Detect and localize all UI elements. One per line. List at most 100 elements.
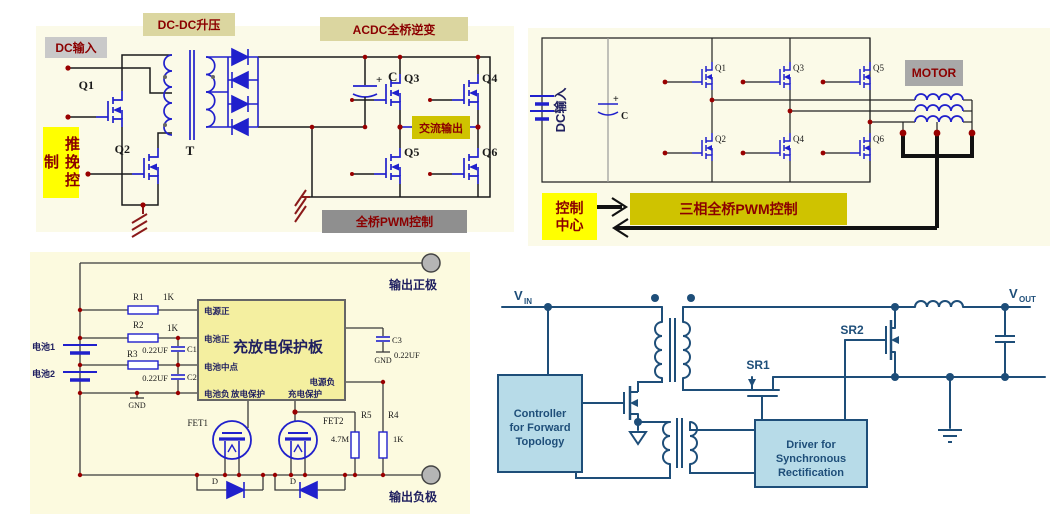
cap-label: C — [388, 69, 397, 84]
controller-box — [497, 374, 583, 473]
dc-input-label: DC输入 — [45, 37, 107, 58]
q1-label: Q1 — [79, 78, 94, 92]
dcdc-boost-label: DC-DC升压 — [143, 13, 235, 36]
q4-label: Q4 — [793, 134, 804, 144]
wires — [501, 306, 1046, 479]
q5-label: Q5 — [404, 145, 419, 159]
cap-label: C — [621, 111, 628, 122]
junction-dots — [65, 54, 481, 208]
battery1-symbol — [63, 344, 97, 355]
r3-label: R3 — [127, 349, 138, 359]
q3-label: Q3 — [404, 71, 419, 85]
motor-windings — [914, 93, 964, 123]
driver-text-line1: Driver for — [786, 439, 836, 451]
fet1-label: FET1 — [187, 418, 208, 428]
motor-label: MOTOR — [905, 60, 963, 86]
primary-phase-dot2 — [163, 123, 167, 127]
wires — [68, 54, 491, 206]
battery-symbol — [530, 95, 554, 121]
battery-protection-schematic: 充放电保护板 电源正 电池正 电池中点 电池负 放电保护 充电保护 电源负 电池 — [30, 252, 470, 514]
dc-input-vertical-label: DC输入 — [553, 88, 568, 133]
output-capacitor — [995, 335, 1015, 343]
battery1-label: 电池1 — [32, 341, 55, 352]
secondary-phase-dot — [211, 75, 215, 79]
main-transformer — [654, 318, 691, 382]
ac-output-label: 交流输出 — [412, 116, 470, 139]
main-switch-mosfet — [623, 386, 639, 420]
q3-label: Q3 — [793, 63, 804, 73]
protection-board-box — [197, 299, 346, 401]
sync-rectification-schematic: V IN V OUT SR1 SR2 Controller for Forwar… — [497, 286, 1046, 488]
control-center-label: 控制 中心 — [542, 193, 597, 240]
r4-value: 1K — [393, 434, 404, 444]
r1-label: R1 — [133, 292, 144, 302]
vout-label: V — [1009, 286, 1018, 301]
pin-batt-mid: 电池中点 — [204, 362, 239, 372]
capacitors — [171, 336, 390, 380]
r1-value: 1K — [163, 292, 175, 302]
pin-power-neg: 电源负 — [309, 377, 335, 387]
triangle-ground-symbol — [628, 431, 648, 446]
sr2-mosfet — [885, 320, 899, 360]
vout-sub-label: OUT — [1019, 295, 1036, 304]
gnd-left-label: GND — [128, 401, 146, 410]
junction-dots — [77, 307, 386, 478]
dc-link-capacitor — [597, 103, 619, 116]
controller-text-line3: Topology — [516, 436, 566, 448]
controller-text-line2: for Forward — [509, 422, 570, 434]
pin-batt-neg: 电池负 — [204, 389, 230, 399]
transformer-label: T — [186, 143, 195, 158]
acdc-bridge-label: ACDC全桥逆变 — [320, 17, 468, 41]
pin-charge-protect: 充电保护 — [288, 389, 323, 399]
c3-label: C3 — [392, 335, 402, 345]
controller-text-line1: Controller — [514, 408, 567, 420]
junction-dots — [662, 79, 976, 156]
bulk-capacitor — [352, 57, 378, 127]
c2-value: 0.22UF — [142, 373, 168, 383]
driver-text-line3: Rectification — [778, 467, 844, 479]
pin-batt-pos: 电池正 — [204, 334, 230, 344]
output-negative-terminal — [421, 465, 441, 485]
output-inductor — [914, 300, 964, 308]
output-positive-label: 输出正极 — [389, 277, 438, 292]
gate-drive-transformer — [662, 418, 698, 468]
pin-discharge-protect: 放电保护 — [230, 389, 266, 399]
output-negative-label: 输出负极 — [389, 489, 438, 504]
c2-label: C2 — [187, 372, 197, 382]
q2-label: Q2 — [115, 142, 130, 156]
sr1-mosfet — [748, 379, 756, 387]
q5-label: Q5 — [873, 63, 884, 73]
c1-value: 0.22UF — [142, 345, 168, 355]
resistors — [127, 305, 388, 459]
q1-label: Q1 — [715, 63, 726, 73]
vin-sub-label: IN — [524, 297, 532, 306]
battery2-symbol — [63, 371, 97, 382]
driver-text-line2: Synchronous — [776, 453, 846, 465]
primary-phase-dot — [163, 75, 167, 79]
q2-label: Q2 — [715, 134, 726, 144]
d1-label: D — [212, 476, 218, 486]
pin-power-pos: 电源正 — [204, 306, 230, 316]
d2-label: D — [290, 476, 296, 486]
r2-value: 1K — [167, 323, 179, 333]
fet2-label: FET2 — [323, 416, 344, 426]
c3-value: 0.22UF — [394, 350, 420, 360]
junction-dots — [544, 294, 1009, 426]
rectifier-diodes — [206, 47, 259, 137]
bar-ground-symbol — [938, 429, 962, 443]
sr1-label: SR1 — [746, 358, 770, 372]
sr2-label: SR2 — [840, 323, 864, 337]
battery2-label: 电池2 — [32, 368, 55, 379]
three-phase-pwm-label: 三相全桥PWM控制 — [630, 193, 847, 225]
cap-plus-label: + — [376, 74, 382, 86]
c1-label: C1 — [187, 344, 197, 354]
control-center-line2: 中心 — [555, 216, 584, 233]
full-bridge-pwm-label: 全桥PWM控制 — [322, 210, 467, 233]
driver-box — [754, 419, 868, 488]
vin-label: V — [514, 288, 523, 303]
q6-label: Q6 — [873, 134, 884, 144]
cap-plus-label: + — [613, 94, 619, 105]
r5-label: R5 — [361, 410, 372, 420]
body-diodes — [226, 480, 318, 500]
